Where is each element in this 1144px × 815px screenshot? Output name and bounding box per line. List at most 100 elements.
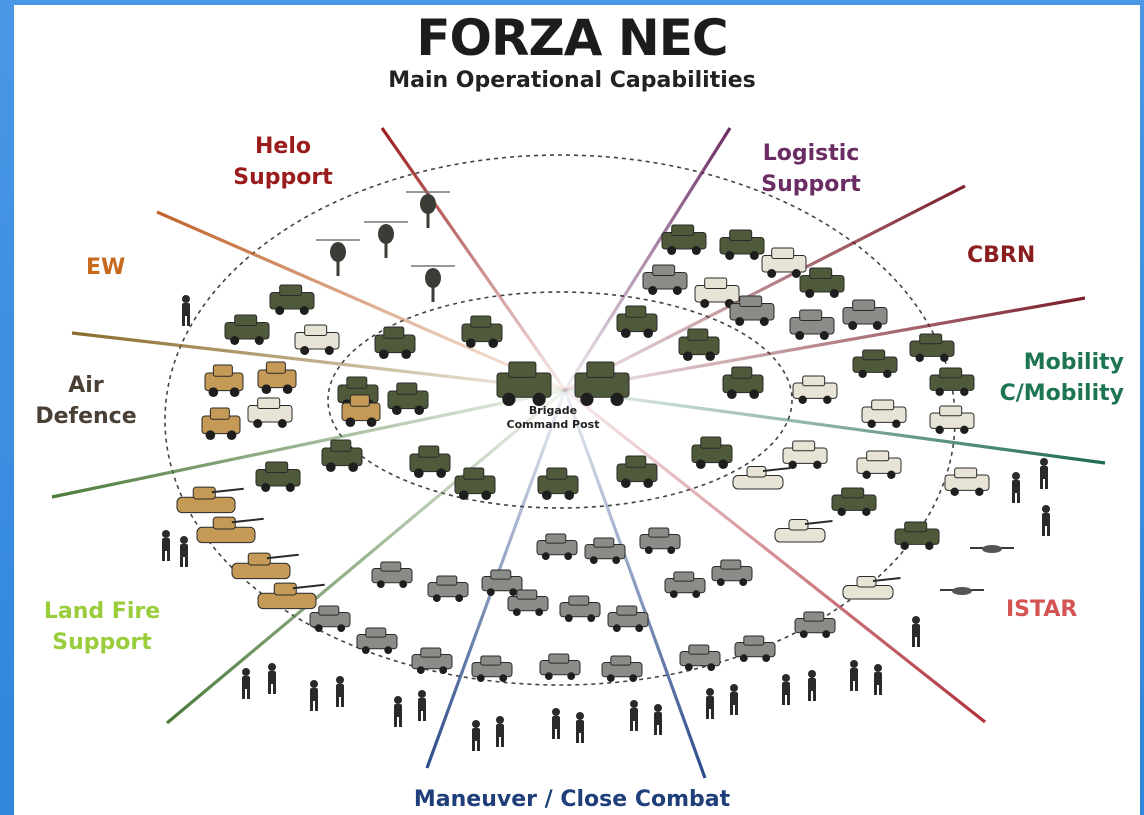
command-post-vehicle bbox=[496, 361, 552, 406]
soldier-leg bbox=[855, 680, 858, 691]
soldier-torso bbox=[1040, 466, 1048, 479]
logistic-cbrn-vehicle bbox=[661, 224, 707, 255]
capability-ew: EW bbox=[86, 255, 126, 280]
vehicle-wheel bbox=[788, 460, 797, 469]
vehicle-wheel bbox=[735, 317, 745, 326]
vehicle-wheel bbox=[567, 672, 576, 680]
soldier-torso bbox=[1012, 480, 1020, 493]
maneuver-vehicle bbox=[539, 653, 581, 680]
vehicle-wheel bbox=[799, 630, 808, 638]
tank-barrel bbox=[211, 487, 244, 494]
vehicle-wheel bbox=[253, 419, 263, 428]
soldier-leg bbox=[850, 680, 853, 691]
vehicle-cab bbox=[802, 375, 826, 387]
vehicle-cab bbox=[792, 440, 816, 452]
soldier bbox=[552, 708, 560, 739]
soldier-leg bbox=[917, 636, 920, 647]
vehicle-wheel bbox=[823, 395, 832, 404]
inner-ring-vehicle bbox=[678, 328, 720, 361]
vehicle-cab bbox=[516, 589, 538, 600]
tank-turret bbox=[192, 486, 216, 500]
soldier bbox=[576, 712, 584, 743]
soldier-torso bbox=[162, 538, 170, 551]
mobility-vehicle bbox=[852, 349, 898, 378]
vehicle-cab bbox=[731, 366, 753, 379]
vehicle-wheel bbox=[502, 392, 516, 406]
maneuver-vehicle bbox=[734, 635, 776, 662]
soldier-leg bbox=[167, 550, 170, 561]
vehicle-cab bbox=[939, 405, 963, 417]
soldier-leg bbox=[185, 556, 188, 567]
logistic-cbrn-vehicle bbox=[842, 299, 888, 330]
soldier-leg bbox=[813, 690, 816, 701]
vehicle-wheel bbox=[683, 351, 693, 361]
maneuver-vehicle bbox=[507, 589, 549, 616]
vehicle-wheel bbox=[892, 419, 901, 428]
cbrn-divider bbox=[564, 184, 966, 392]
maneuver-vehicle bbox=[427, 575, 469, 602]
vehicle-wheel bbox=[314, 624, 323, 632]
istar-vehicle bbox=[842, 576, 901, 600]
soldier-head bbox=[630, 700, 638, 708]
vehicle-wheel bbox=[739, 654, 748, 662]
vehicle-wheel bbox=[935, 387, 944, 396]
tank-turret bbox=[273, 582, 297, 596]
vehicle-cab bbox=[616, 605, 638, 616]
vehicle-cab bbox=[671, 224, 695, 236]
soldier bbox=[850, 660, 858, 691]
vehicle-wheel bbox=[366, 417, 377, 427]
vehicle-wheel bbox=[725, 251, 735, 260]
vehicle-wheel bbox=[612, 556, 621, 564]
istar-divider bbox=[564, 388, 1106, 465]
vehicle-wheel bbox=[226, 430, 237, 440]
soldier-leg bbox=[315, 700, 318, 711]
vehicle-wheel bbox=[544, 672, 553, 680]
maneuver-vehicle bbox=[559, 595, 601, 622]
soldier bbox=[706, 688, 714, 719]
helicopter-body bbox=[330, 242, 346, 262]
soldier bbox=[336, 676, 344, 707]
soldier-torso bbox=[730, 692, 738, 705]
soldier-torso bbox=[912, 624, 920, 637]
vehicle-cab bbox=[383, 326, 405, 339]
soldier bbox=[472, 720, 480, 751]
soldier-torso bbox=[552, 716, 560, 729]
soldier-head bbox=[418, 690, 426, 698]
capability-maneuver-close-combat: Maneuver / Close Combat bbox=[413, 787, 731, 812]
soldier bbox=[242, 668, 250, 699]
vehicle-wheel bbox=[208, 387, 219, 397]
mobility-vehicle bbox=[894, 521, 940, 550]
maneuver-vehicle bbox=[371, 561, 413, 588]
vehicle-wheel bbox=[762, 654, 771, 662]
soldier-leg bbox=[635, 720, 638, 731]
soldier-head bbox=[310, 680, 318, 688]
soldier-leg bbox=[1012, 492, 1015, 503]
tank-hull bbox=[196, 526, 256, 544]
air-defence-system bbox=[204, 364, 244, 397]
vehicle-wheel bbox=[261, 483, 271, 492]
vehicle-wheel bbox=[887, 470, 896, 479]
soldier-leg bbox=[472, 740, 475, 751]
soldier-torso bbox=[874, 672, 882, 685]
air-defence-divider bbox=[71, 331, 566, 392]
soldier bbox=[1042, 505, 1050, 536]
mobility-vehicle bbox=[856, 450, 902, 479]
vehicle-wheel bbox=[337, 624, 346, 632]
vehicle-cab bbox=[841, 487, 865, 499]
ew-air-defence-vehicle bbox=[247, 397, 293, 428]
soldier-head bbox=[472, 720, 480, 728]
soldier-leg bbox=[310, 700, 313, 711]
maneuver-vehicle bbox=[664, 571, 706, 598]
soldier bbox=[182, 295, 190, 326]
vehicle-wheel bbox=[542, 490, 552, 500]
maneuver-vehicle bbox=[356, 627, 398, 654]
ew-air-defence-vehicle bbox=[255, 461, 301, 492]
vehicle-wheel bbox=[707, 663, 716, 671]
vehicle-wheel bbox=[696, 459, 706, 469]
vehicle-cab bbox=[803, 611, 825, 622]
tank-barrel bbox=[231, 517, 264, 524]
tank-turret bbox=[212, 516, 236, 530]
vehicle-wheel bbox=[509, 588, 518, 596]
soldier-head bbox=[242, 668, 250, 676]
vehicle-wheel bbox=[589, 556, 598, 564]
